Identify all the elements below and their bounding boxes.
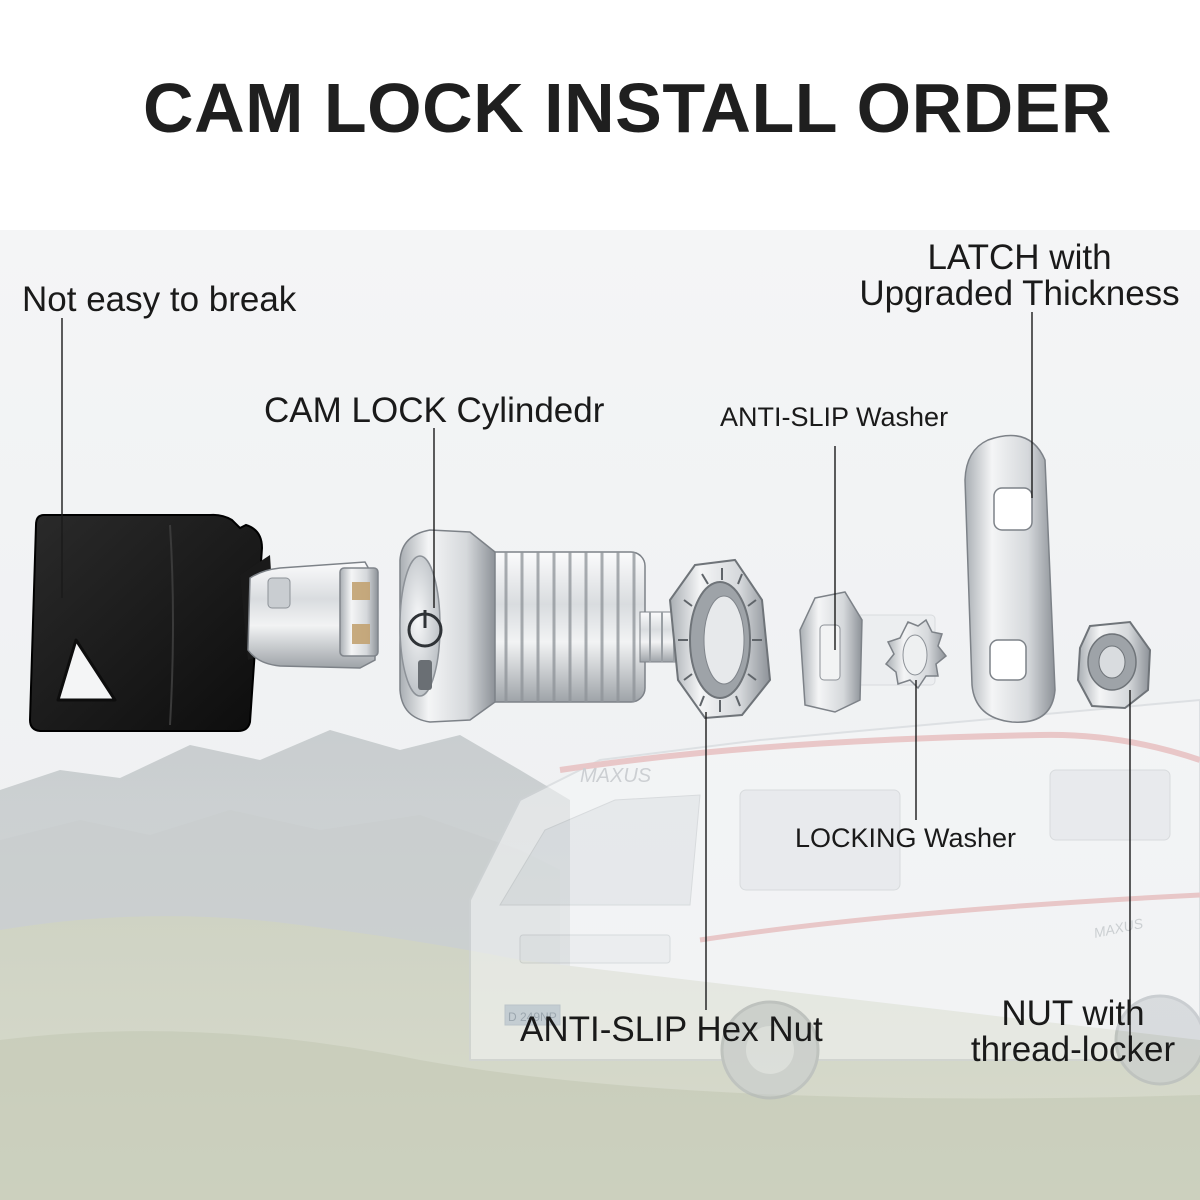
label-nut: NUT with thread-locker [962,996,1184,1068]
lock-nut [1076,620,1152,710]
vehicle-brand: MAXUS [580,765,652,787]
label-cylinder: CAM LOCK Cylindedr [264,391,605,430]
page-title: CAM LOCK INSTALL ORDER [143,69,1112,147]
locking-washer [884,618,948,690]
cam-lock-cylinder [399,529,701,723]
label-hex-nut: ANTI-SLIP Hex Nut [520,1010,823,1049]
latch [964,434,1056,723]
anti-slip-hex-nut [668,558,772,720]
label-anti-slip-washer: ANTI-SLIP Washer [720,402,949,432]
label-locking-washer: LOCKING Washer [795,823,1017,853]
motorhome: D 249NP MAXUS MAXUS [469,614,1200,1100]
label-latch: LATCH with Upgraded Thickness [852,240,1187,312]
leader-lines [61,312,1131,1062]
license-plate: D 249NP [508,1010,557,1024]
label-nut-line1: NUT with [1001,994,1145,1033]
key [28,513,379,732]
anti-slip-washer [799,591,863,713]
label-nut-line2: thread-locker [970,1030,1176,1069]
label-key: Not easy to break [22,280,297,319]
label-latch-line2: Upgraded Thickness [859,274,1180,313]
label-latch-line1: LATCH with [927,238,1112,277]
